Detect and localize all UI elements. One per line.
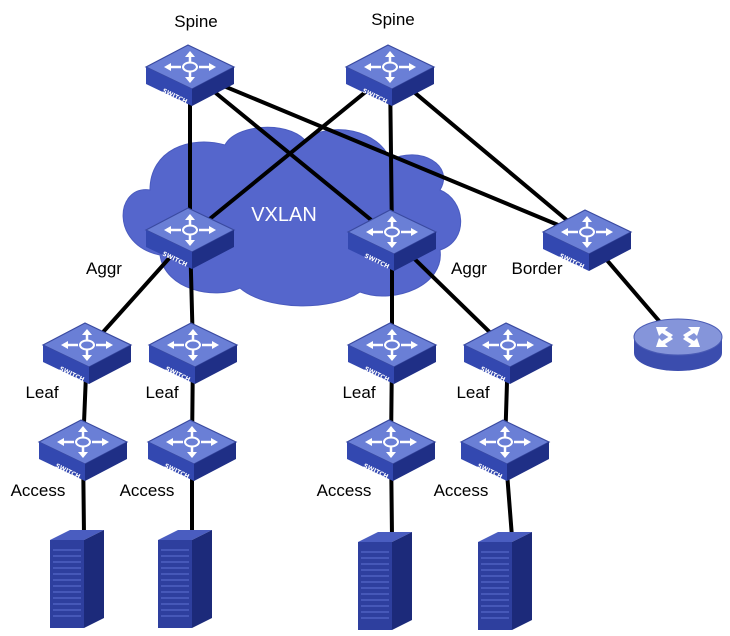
- label-access2: Access: [120, 481, 175, 500]
- link-spine1-border: [188, 70, 589, 239]
- label-access1: Access: [11, 481, 66, 500]
- node-leaf3[interactable]: SWITCH: [346, 321, 438, 386]
- node-access2[interactable]: SWITCH: [146, 418, 238, 483]
- node-server4[interactable]: [477, 531, 533, 631]
- node-server1[interactable]: [49, 529, 105, 629]
- cloud-label: VXLAN: [251, 204, 317, 226]
- node-access1[interactable]: SWITCH: [37, 418, 129, 483]
- node-router[interactable]: [633, 318, 723, 372]
- node-leaf2[interactable]: SWITCH: [147, 321, 239, 386]
- node-leaf4[interactable]: SWITCH: [462, 321, 554, 386]
- label-leaf4: Leaf: [456, 383, 489, 402]
- label-access4: Access: [434, 481, 489, 500]
- node-leaf1[interactable]: SWITCH: [41, 321, 133, 386]
- label-border: Border: [511, 259, 562, 278]
- link-spine2-aggr1: [188, 70, 392, 237]
- node-server2[interactable]: [157, 529, 213, 629]
- node-access4[interactable]: SWITCH: [459, 418, 551, 483]
- label-spine1: Spine: [174, 12, 217, 31]
- label-aggr2: Aggr: [451, 259, 487, 278]
- label-spine2: Spine: [371, 10, 414, 29]
- node-access3[interactable]: SWITCH: [345, 418, 437, 483]
- link-spine2-border: [388, 70, 589, 239]
- label-access3: Access: [317, 481, 372, 500]
- label-leaf3: Leaf: [342, 383, 375, 402]
- label-leaf1: Leaf: [25, 383, 58, 402]
- node-server3[interactable]: [357, 531, 413, 631]
- label-leaf2: Leaf: [145, 383, 178, 402]
- label-aggr1: Aggr: [86, 259, 122, 278]
